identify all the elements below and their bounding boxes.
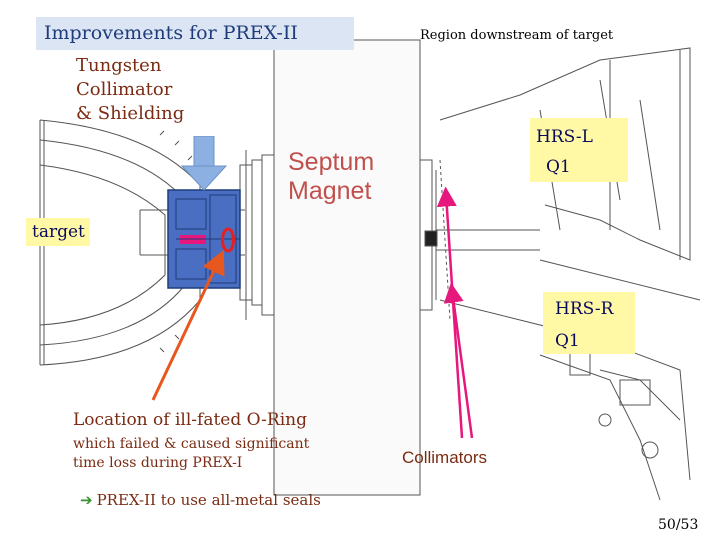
hrs-right-quad: Q1 [555, 331, 580, 351]
o-ring-icon [221, 227, 235, 253]
collimator-label-line: & Shielding [76, 103, 185, 124]
slide-number: 50/53 [658, 517, 699, 533]
right-arrow-icon: ➔ [80, 491, 93, 509]
oring-pointer-arrow [151, 249, 225, 401]
collimators-label: Collimators [402, 448, 488, 467]
slide-title: Improvements for PREX-II [36, 17, 354, 50]
oring-description: which failed & caused significant time l… [73, 435, 309, 473]
collimator-label: Tungsten Collimator & Shielding [76, 54, 184, 126]
hrs-right-name: HRS-R [555, 299, 614, 319]
hrs-right-label: HRS-R Q1 [543, 292, 635, 354]
hrs-left-quad: Q1 [546, 157, 571, 177]
conclusion-text: PREX-II to use all-metal seals [96, 491, 321, 509]
region-label: Region downstream of target [420, 28, 614, 43]
conclusion-bullet: ➔PREX-II to use all-metal seals [80, 491, 321, 509]
collimator-pointer-right [443, 282, 474, 439]
collimator-label-line: Collimator [76, 79, 173, 100]
septum-magnet-body [273, 39, 421, 496]
oring-description-line: which failed & caused significant [73, 436, 310, 452]
hrs-right-outline [439, 259, 701, 501]
oring-description-line: time loss during PREX-I [73, 455, 243, 471]
collimator-pointer-left [436, 186, 464, 439]
collimator-label-line: Tungsten [76, 55, 162, 76]
septum-label: Septum Magnet [288, 148, 374, 206]
septum-label-line: Magnet [288, 177, 372, 205]
target-label: target [26, 218, 90, 246]
hrs-left-label: HRS-L Q1 [530, 118, 628, 182]
hrs-left-name: HRS-L [536, 127, 593, 147]
septum-label-line: Septum [288, 148, 375, 176]
oring-title: Location of ill-fated O-Ring [73, 410, 307, 430]
down-arrow-icon [180, 136, 228, 191]
